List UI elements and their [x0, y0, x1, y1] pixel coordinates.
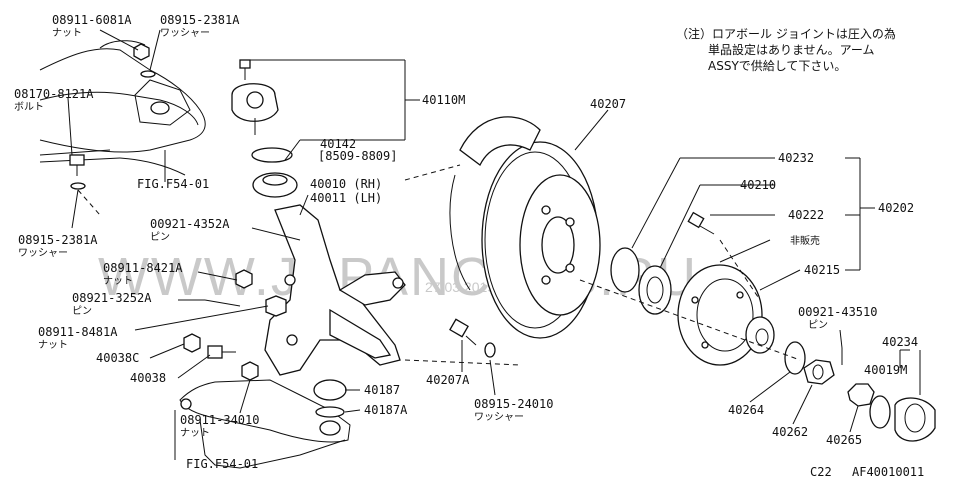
brake-rotor-40207-part: [481, 141, 601, 339]
part-label: 40187: [364, 383, 400, 397]
fasteners-left-parts: [183, 269, 287, 381]
part-label-jp: ピン: [150, 231, 170, 243]
part-label-jp: ピン: [72, 305, 92, 317]
part-label: 08915-2381A: [18, 233, 98, 247]
part-label: 08911-6081A: [52, 13, 132, 27]
part-label: [8509-8809]: [318, 149, 397, 163]
part-label: 40207A: [426, 373, 470, 387]
part-label-jp: ナット: [38, 339, 68, 351]
part-label: 40232: [778, 151, 814, 165]
part-label-jp: ナット: [180, 427, 210, 439]
part-label: 08915-24010: [474, 397, 553, 411]
part-label: 08911-34010: [180, 413, 259, 427]
note-line: （注）ロアボール ジョイントは圧入の為: [676, 26, 896, 41]
part-label: 40011 (LH): [310, 191, 382, 205]
watermark-date: 27.03.2019: [425, 279, 495, 295]
part-label: 40038C: [96, 351, 139, 365]
part-label: 40187A: [364, 403, 408, 417]
part-label: 40234: [882, 335, 918, 349]
part-label: 40264: [728, 403, 764, 417]
note-line: 単品設定はありません。アーム: [708, 42, 875, 57]
leader-lines: [67, 29, 921, 460]
part-label-jp: ボルト: [14, 101, 44, 113]
model-code: C22: [810, 465, 832, 479]
part-label-jp: 非販売: [790, 234, 820, 247]
bolt-08170-8121A-part: [69, 154, 86, 190]
part-label: 40110M: [422, 93, 465, 107]
boot-40187-part: [313, 379, 347, 418]
boot-40142-part: [251, 147, 298, 198]
part-label: 00921-43510: [798, 305, 877, 319]
part-label: 40019M: [864, 363, 907, 377]
part-label: 00921-4352A: [150, 217, 230, 231]
part-label: FIG.F54-01: [186, 457, 258, 471]
part-label: 08921-3252A: [72, 291, 152, 305]
part-label-jp: ナット: [103, 275, 133, 287]
part-label-jp: ナット: [52, 27, 82, 39]
part-label: 08915-2381A: [160, 13, 240, 27]
ball-joint-40110M-part: [231, 59, 279, 135]
part-label: 08170-8121A: [14, 87, 94, 101]
part-label: 08911-8481A: [38, 325, 118, 339]
part-label: FIG.F54-01: [137, 177, 209, 191]
assembly-note: （注）ロアボール ジョイントは圧入の為 単品設定はありません。アーム ASSYで…: [676, 26, 896, 73]
part-label: 40262: [772, 425, 808, 439]
part-label: 40142: [320, 137, 356, 151]
hub-assembly-part: [610, 211, 775, 366]
part-label: 40010 (RH): [310, 177, 382, 191]
figure-code: AF40010011: [852, 465, 924, 479]
part-label: 08911-8421A: [103, 261, 183, 275]
part-label: 40215: [804, 263, 840, 277]
part-label: 40038: [130, 371, 166, 385]
part-labels: 08911-6081A ナット 08915-2381A ワッシャー 08170-…: [14, 13, 918, 471]
part-label: 40210: [740, 178, 776, 192]
nut-08911-6081A-part: [133, 43, 156, 78]
part-label: 40202: [878, 201, 914, 215]
part-label-jp: ワッシャー: [474, 412, 524, 423]
part-label-jp: ワッシャー: [160, 28, 210, 39]
upper-arm-drawing: [39, 40, 206, 176]
note-line: ASSYで供給して下さい。: [708, 59, 846, 73]
part-label-jp: ピン: [808, 319, 828, 331]
part-label: 40207: [590, 97, 626, 111]
part-label: 40222: [788, 208, 824, 222]
bolt-40207A-part: [449, 318, 496, 358]
steering-knuckle-part: [264, 204, 406, 376]
part-label-jp: ワッシャー: [18, 248, 68, 259]
hub-nut-cap-parts: [784, 341, 936, 442]
lower-arm-drawing: [179, 379, 351, 469]
part-label: 40265: [826, 433, 862, 447]
dust-shield-part: [449, 116, 541, 291]
